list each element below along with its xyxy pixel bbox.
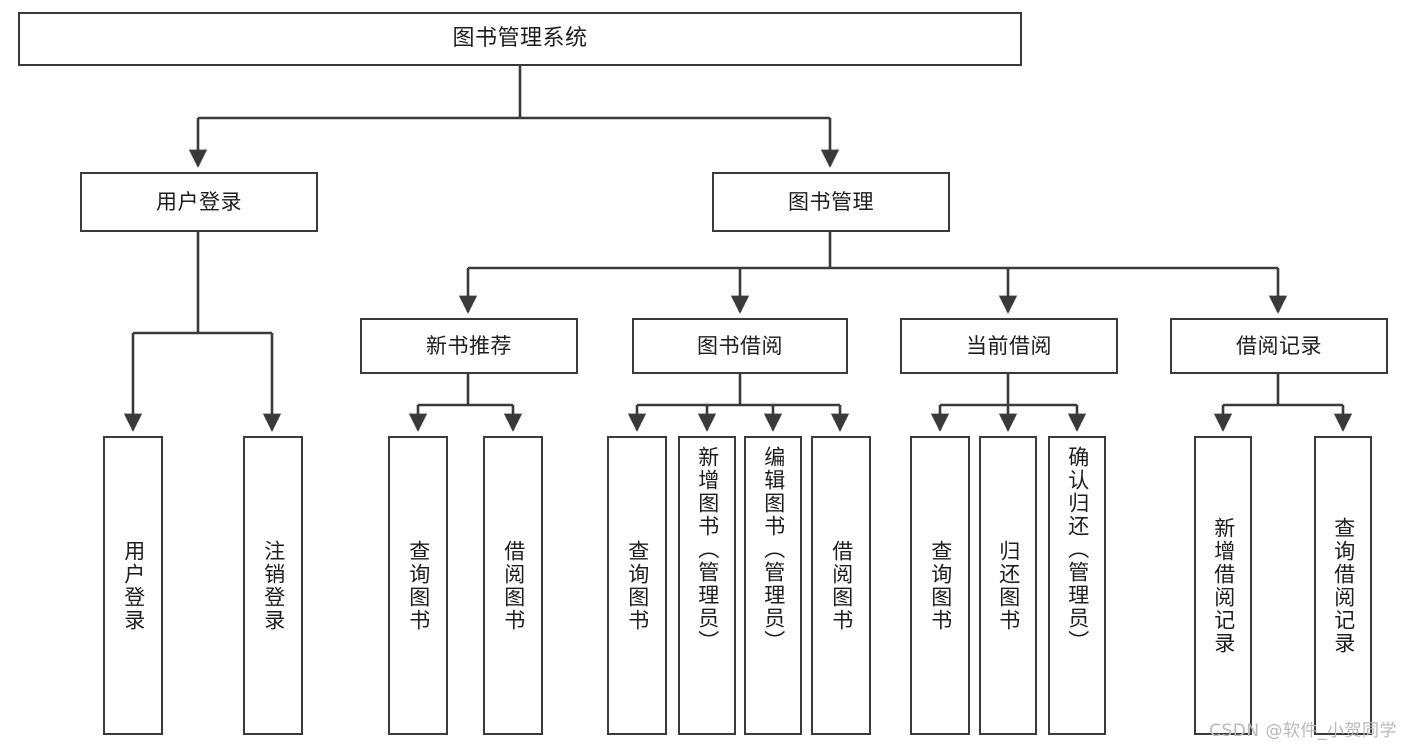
node-label: 查询借阅记录 bbox=[1331, 516, 1356, 655]
node-leaf-query-borrow-record[interactable]: 查询借阅记录 bbox=[1314, 436, 1372, 735]
node-leaf-add-borrow-record[interactable]: 新增借阅记录 bbox=[1194, 436, 1252, 735]
node-leaf-borrow-book[interactable]: 借阅图书 bbox=[811, 436, 871, 735]
node-user-login[interactable]: 用户登录 bbox=[80, 172, 318, 232]
node-label: 编辑图书（管理员） bbox=[761, 446, 786, 653]
node-label: 归还图书 bbox=[996, 539, 1021, 632]
node-label: 图书管理 bbox=[788, 189, 874, 214]
node-label: 用户登录 bbox=[156, 189, 242, 214]
node-label: 借阅图书 bbox=[501, 539, 526, 632]
node-label: 新书推荐 bbox=[426, 333, 512, 358]
node-label: 新增借阅记录 bbox=[1211, 516, 1236, 655]
node-current-borrow[interactable]: 当前借阅 bbox=[900, 318, 1118, 374]
node-leaf-query-book-borrow[interactable]: 查询图书 bbox=[607, 436, 667, 735]
node-leaf-user-login[interactable]: 用户登录 bbox=[103, 436, 163, 735]
node-label: 借阅记录 bbox=[1236, 333, 1322, 358]
node-leaf-return-book[interactable]: 归还图书 bbox=[979, 436, 1037, 735]
node-label: 图书借阅 bbox=[697, 333, 783, 358]
node-leaf-borrow-book-recommend[interactable]: 借阅图书 bbox=[483, 436, 543, 735]
node-label: 图书管理系统 bbox=[452, 26, 588, 52]
node-leaf-query-book-current[interactable]: 查询图书 bbox=[910, 436, 970, 735]
node-label: 查询图书 bbox=[406, 539, 431, 632]
node-root-library-system[interactable]: 图书管理系统 bbox=[18, 12, 1022, 66]
node-leaf-add-book-admin[interactable]: 新增图书（管理员） bbox=[678, 436, 736, 735]
node-label: 用户登录 bbox=[121, 539, 146, 632]
node-leaf-confirm-return-admin[interactable]: 确认归还（管理员） bbox=[1048, 436, 1106, 735]
node-label: 注销登录 bbox=[261, 539, 286, 632]
node-label: 新增图书（管理员） bbox=[695, 446, 720, 653]
node-label: 当前借阅 bbox=[966, 333, 1052, 358]
node-book-management[interactable]: 图书管理 bbox=[712, 172, 950, 232]
node-label: 查询图书 bbox=[928, 539, 953, 632]
node-book-borrow[interactable]: 图书借阅 bbox=[632, 318, 848, 374]
node-leaf-logout[interactable]: 注销登录 bbox=[243, 436, 303, 735]
node-new-book-recommend[interactable]: 新书推荐 bbox=[360, 318, 578, 374]
node-label: 查询图书 bbox=[625, 539, 650, 632]
node-leaf-edit-book-admin[interactable]: 编辑图书（管理员） bbox=[744, 436, 802, 735]
node-borrow-record[interactable]: 借阅记录 bbox=[1170, 318, 1388, 374]
csdn-watermark: CSDN @软件_小贺同学 bbox=[1209, 721, 1397, 741]
node-label: 借阅图书 bbox=[829, 539, 854, 632]
node-label: 确认归还（管理员） bbox=[1065, 446, 1090, 653]
node-leaf-query-book-recommend[interactable]: 查询图书 bbox=[388, 436, 448, 735]
